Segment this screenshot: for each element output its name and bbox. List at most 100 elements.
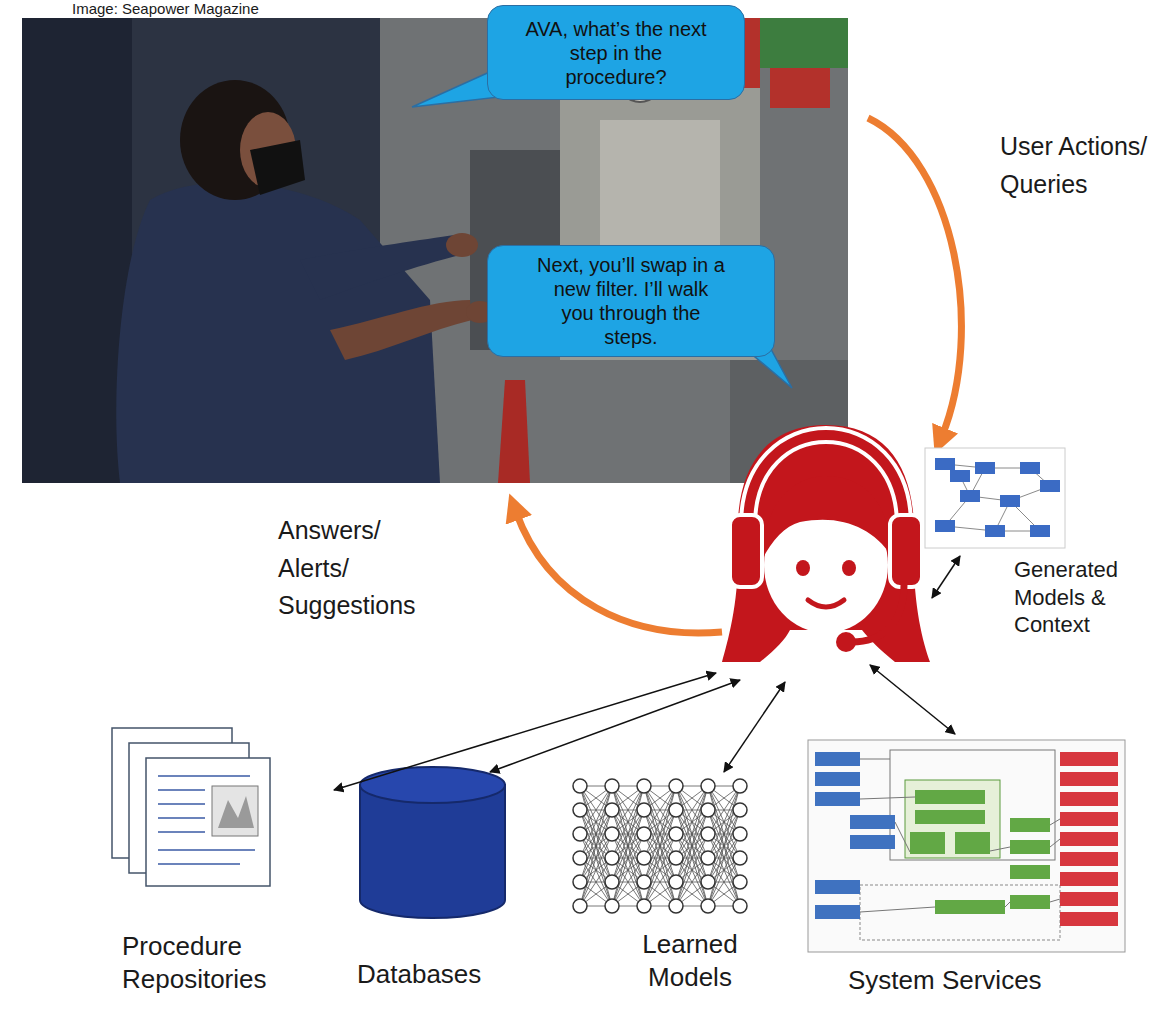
graph-icon	[1040, 480, 1060, 492]
assistant-icon	[762, 476, 891, 560]
assistant-icon	[722, 425, 930, 662]
photo	[300, 235, 460, 300]
system-diagram-icon	[1060, 852, 1118, 866]
system-diagram-icon	[890, 750, 1055, 860]
assistant-icon	[808, 600, 844, 607]
system-diagram-icon	[1060, 792, 1118, 806]
graph-icon	[1030, 525, 1050, 537]
document-icon	[112, 728, 270, 886]
model-node: Learned Models	[570, 772, 755, 997]
assistant-icon	[852, 585, 904, 642]
graph-node: Generated Models & Context	[922, 446, 1142, 643]
system-diagram-icon	[815, 752, 860, 766]
neural-network-icon	[701, 779, 715, 913]
link-arrow	[870, 665, 955, 734]
neural-network-icon	[573, 779, 587, 913]
speech-bubble: Next, you’ll swap in a new filter. I’ll …	[487, 245, 775, 357]
neural-network-icon	[637, 779, 651, 913]
graph-icon	[985, 525, 1005, 537]
image-credit: Image: Seapower Magazine	[72, 0, 332, 17]
link-arrow	[490, 680, 740, 772]
link-arrow	[724, 682, 785, 772]
system-diagram-icon	[1060, 832, 1118, 846]
graph-icon	[935, 520, 955, 532]
system-diagram-icon	[850, 815, 895, 829]
neural-network-icon	[669, 779, 683, 913]
assistant-icon	[796, 560, 810, 576]
system-diagram-icon	[815, 905, 860, 919]
system-diagram-icon	[815, 772, 860, 786]
system-diagram-icon	[860, 885, 1060, 940]
system-diagram-icon	[1010, 818, 1050, 832]
document-icon	[146, 758, 270, 886]
database-icon	[360, 785, 505, 918]
node-text: System Services	[848, 964, 1108, 997]
graph-icon	[960, 490, 980, 502]
link-arrow	[334, 556, 960, 790]
graph-icon	[945, 464, 1050, 531]
system-diagram-icon	[935, 900, 1005, 914]
photo	[498, 380, 530, 483]
system-diagram-icon	[955, 832, 990, 854]
system-diagram-icon	[815, 880, 860, 894]
node-text: Procedure Repositories	[122, 930, 292, 995]
system-diagram-icon	[915, 810, 985, 824]
system-diagram-icon	[808, 740, 1125, 952]
system-diagram-icon	[1010, 865, 1050, 879]
assistant-icon	[842, 560, 856, 576]
assistant-icon	[890, 515, 922, 587]
graph-icon	[1020, 462, 1040, 474]
system-diagram-icon	[815, 792, 860, 806]
assistant-icon	[836, 632, 856, 652]
photo	[250, 140, 305, 195]
flow-label: Answers/ Alerts/ Suggestions	[278, 512, 438, 625]
graph-icon	[950, 470, 970, 482]
assistant-icon	[730, 515, 762, 587]
system-diagram-icon	[1010, 840, 1050, 854]
system-diagram-icon	[910, 832, 945, 854]
system-diagram-icon	[1060, 772, 1118, 786]
system-diagram-icon	[808, 740, 1125, 952]
system-diagram-icon	[1060, 912, 1118, 926]
neural-network-icon	[605, 779, 619, 913]
node-text: Generated Models & Context	[1014, 556, 1134, 639]
photo	[760, 18, 848, 68]
node-text: Databases	[357, 958, 517, 991]
graph-icon	[975, 462, 995, 474]
service-node: System Services	[806, 736, 1128, 1001]
system-diagram-icon	[905, 780, 1000, 858]
link-arrow	[334, 673, 716, 790]
system-diagram-icon	[850, 835, 895, 849]
database-icon	[360, 767, 505, 918]
node-text: AVA, what’s the next step in the procedu…	[524, 17, 708, 89]
graph-icon	[1000, 495, 1020, 507]
system-diagram-icon	[1060, 872, 1118, 886]
photo	[446, 233, 478, 257]
database-icon	[360, 767, 505, 803]
flow-arrow	[868, 118, 961, 436]
link-arrow	[932, 556, 960, 598]
graph-icon	[935, 458, 955, 470]
system-diagram-icon	[1010, 895, 1050, 909]
photo	[22, 18, 132, 483]
system-diagram-icon	[915, 790, 985, 804]
assistant-icon	[722, 425, 930, 662]
system-diagram-icon	[1060, 752, 1118, 766]
node-text: Next, you’ll swap in a new filter. I’ll …	[536, 253, 726, 349]
node-text: Learned Models	[635, 928, 745, 993]
database-node: Databases	[355, 762, 521, 997]
document-icon	[218, 796, 254, 828]
neural-network-icon	[733, 779, 747, 913]
assistant-icon	[748, 435, 904, 525]
flow-label: User Actions/ Queries	[1000, 128, 1160, 203]
photo	[770, 68, 830, 108]
document-icon	[212, 786, 258, 836]
graph-icon	[925, 448, 1065, 548]
graph-icon	[925, 448, 1065, 548]
assistant-icon	[748, 435, 904, 525]
system-diagram-icon	[1060, 892, 1118, 906]
neural-network-icon	[573, 779, 747, 913]
